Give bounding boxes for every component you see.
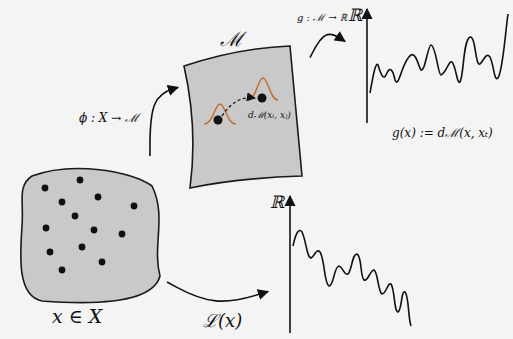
loss-plot: ℝ [268,190,418,335]
distance-label: dℳ(xᵢ, xⱼ) [248,110,291,120]
space-label: x ∈ X [52,306,102,328]
input-space: x ∈ X [12,156,167,336]
mapping-label: ℒ(x) [202,311,243,332]
plot-axis [366,9,368,123]
sample-dots [42,177,138,274]
input-space-blob [21,169,160,303]
mapping-arrow [310,34,345,57]
manifold-blob [184,46,302,188]
plot-curve [293,231,411,326]
axis-label: ℝ [270,193,284,213]
manifold: ℳdℳ(xᵢ, xⱼ) [178,28,310,193]
mapping-label: ϕ : X → ℳ [78,112,140,126]
plot-caption: g(x) := dℳ(x, xₜ) [392,127,493,141]
manifold-point [214,116,223,125]
mapping-arrow [167,282,268,301]
manifold-label: ℳ [220,28,243,51]
mapping-arrow [150,87,178,156]
plot-curve [370,14,508,93]
plot-axis [289,196,291,333]
mapping-label: g : ℳ → ℝ [296,12,348,24]
axis-label: ℝ [348,6,362,26]
gaussian-bump [204,104,236,124]
distance-plot: ℝg(x) := dℳ(x, xₜ) [345,5,510,145]
manifold-point [258,94,267,103]
